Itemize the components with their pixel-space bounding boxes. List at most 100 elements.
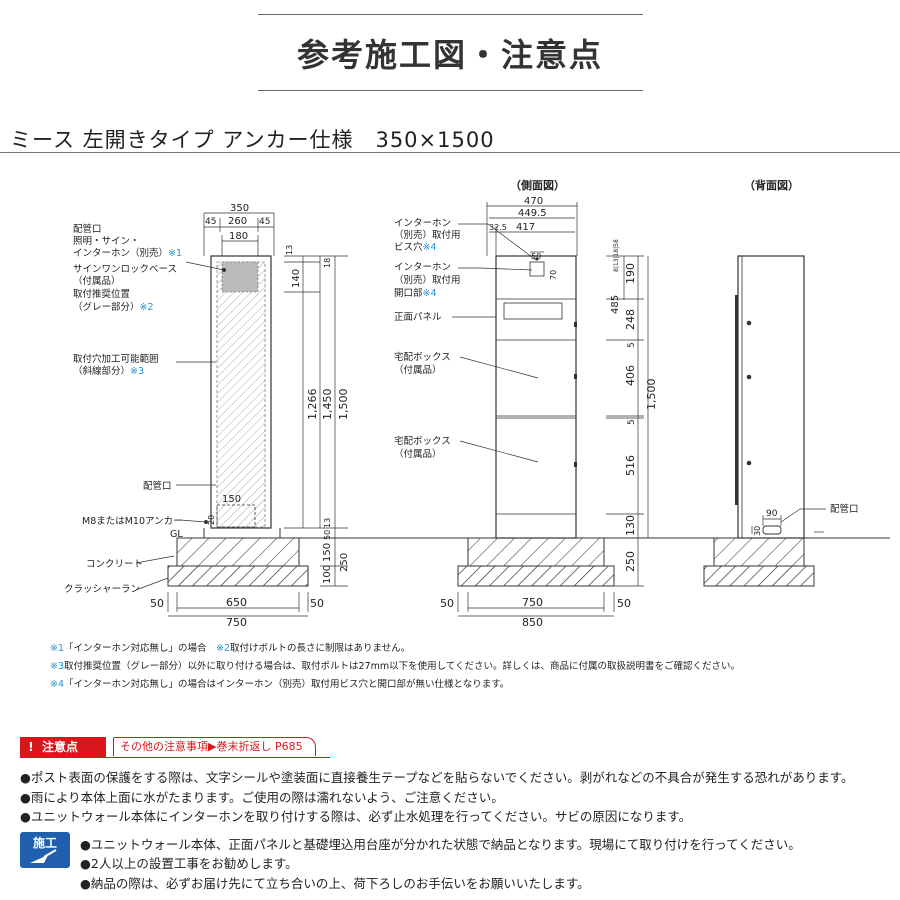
dim-650: 650 <box>226 596 247 609</box>
construction-label: 施工 <box>32 836 57 850</box>
label-interphone: インターホン <box>394 218 451 229</box>
dim-250-side: 250 <box>624 551 637 572</box>
dim-45-right: 45 <box>259 217 270 227</box>
label-crusher: クラッシャーラン <box>64 584 140 595</box>
dim-850: 850 <box>522 616 543 629</box>
footnote-text-1: 「インターホン対応無し」の場合 <box>64 643 217 654</box>
dim-20: 20 <box>207 515 216 525</box>
svg-text:（グレー部分）※2: （グレー部分）※2 <box>73 301 154 313</box>
dim-1450: 1,450 <box>321 389 334 421</box>
footnote-1: ※1「インターホン対応無し」の場合 ※2取付けボルトの長さに制限はありません。 <box>50 640 410 654</box>
label-opening-2: （別売）取付用 <box>394 274 461 286</box>
dim-1266: 1,266 <box>306 389 319 421</box>
product-subtitle: ミース 左開きタイプ アンカー仕様 350×1500 <box>10 128 495 152</box>
footnote-mark-1: ※1 <box>50 643 65 654</box>
exclamation-icon: ! <box>28 740 34 754</box>
construction-badge: 施工 <box>20 832 70 868</box>
label-recommended: 取付推奨位置 <box>73 288 130 300</box>
label-haikan-top-3: インターホン（別売） <box>73 247 168 259</box>
back-crusher <box>703 565 815 587</box>
title-rule-top <box>258 14 643 15</box>
side-labels: インターホン （別売）取付用 ビス穴※4 インターホン （別売）取付用 開口部※… <box>394 218 461 460</box>
other-cautions-link[interactable]: その他の注意事項▶巻末折返し P685 <box>113 737 316 756</box>
mail-slot <box>503 302 563 320</box>
label-box-1: 宅配ボックス <box>394 351 451 363</box>
label-signone: サインワンロックベース <box>73 264 177 275</box>
label-drill-range: 取付穴加工可能範囲 <box>73 353 159 365</box>
back-pipe-opening <box>762 525 782 535</box>
construction-item-2: ●2人以上の設置工事をお勧めします。 <box>80 856 298 871</box>
dim-50-side-right: 50 <box>617 597 631 610</box>
note-mark-4b: ※4 <box>423 288 437 299</box>
label-box-1b: （付属品） <box>394 364 442 376</box>
footnote-mark-2: ※2 <box>216 643 231 654</box>
dim-130: 130 <box>624 515 637 536</box>
label-haikan-top-2: 照明・サイン・ <box>73 236 140 247</box>
dim-1500: 1,500 <box>337 389 350 421</box>
page-title: 参考施工図・注意点 <box>296 36 603 74</box>
label-box-2: 宅配ボックス <box>394 435 451 447</box>
dim-190: 190 <box>624 263 637 284</box>
side-view: （側面図） 470 449.5 32.5 417 50 70 <box>440 178 658 629</box>
dim-50-right: 50 <box>310 597 324 610</box>
dim-248: 248 <box>624 309 637 330</box>
note-mark-1: ※1 <box>168 248 182 259</box>
dim-50-left: 50 <box>150 597 164 610</box>
trowel-icon <box>30 849 57 863</box>
crusher-run-layer <box>167 565 309 587</box>
dim-4495: 449.5 <box>518 208 547 219</box>
side-crusher <box>457 565 615 587</box>
dim-250: 250 <box>339 553 350 572</box>
dim-100: 100 <box>322 565 333 584</box>
dim-150-opening: 150 <box>222 494 241 505</box>
construction-drawing: 350 45 260 45 180 13 18 140 1,266 1,450 … <box>64 178 890 629</box>
subtitle-rule <box>0 152 900 153</box>
label-haikan-bottom: 配管口 <box>143 480 172 492</box>
dim-485: 485 <box>610 295 621 314</box>
dim-406: 406 <box>624 365 637 386</box>
dim-750-front: 750 <box>226 616 247 629</box>
caution-underline <box>20 757 330 758</box>
svg-text:ビス穴※4: ビス穴※4 <box>394 241 437 253</box>
dim-13-bottom: 13 <box>323 518 332 528</box>
dim-30: 30 <box>753 526 762 536</box>
dim-150-foundation: 150 <box>322 543 333 562</box>
dim-1500-side: 1,500 <box>645 379 658 411</box>
dim-325: 32.5 <box>489 223 507 232</box>
label-interphone-3: ビス穴 <box>394 241 423 253</box>
dim-417: 417 <box>516 222 535 233</box>
footnote-text-2: 取付けボルトの長さに制限はありません。 <box>230 643 411 654</box>
label-anchor: M8またはM10アンカー <box>82 516 183 527</box>
drill-range-area <box>216 261 266 528</box>
construction-item-3: ●納品の際は、必ずお届け先にて立ち合いの上、荷下ろしのお手伝いをお願いいたします… <box>80 876 590 891</box>
svg-text:開口部※4: 開口部※4 <box>394 287 437 299</box>
dim-70: 70 <box>549 270 558 280</box>
caution-badge-label: 注意点 <box>42 740 79 754</box>
dim-90: 90 <box>766 509 778 519</box>
side-post-body <box>495 255 577 539</box>
svg-text:インターホン（別売）※1: インターホン（別売）※1 <box>73 247 182 259</box>
concrete-foundation <box>176 537 300 567</box>
label-signone-2: （付属品） <box>73 275 121 287</box>
note-mark-2: ※2 <box>140 302 154 313</box>
dim-350: 350 <box>230 203 249 214</box>
side-view-title: （側面図） <box>510 178 565 192</box>
caution-item-1: ●ポスト表面の保護をする際は、文字シールや塗装面に直接養生テープなどを貼らないで… <box>20 770 854 785</box>
label-box-2b: （付属品） <box>394 448 442 460</box>
dim-13-top: 13 <box>285 245 294 255</box>
label-back-haikan: 配管口 <box>830 503 859 515</box>
label-gl: GL <box>170 529 183 540</box>
note-mark-4a: ※4 <box>423 242 437 253</box>
dim-50-bottom: 50 <box>323 530 332 540</box>
dim-470: 470 <box>524 196 543 207</box>
svg-text:（斜線部分）※3: （斜線部分）※3 <box>73 365 144 377</box>
dim-side-small: 8|13|18|58 <box>613 239 620 272</box>
footnote-3: ※3取付推奨位置（グレー部分）以外に取り付ける場合は、取付ボルトは27mm以下を… <box>50 658 740 672</box>
dim-260: 260 <box>228 216 247 227</box>
caution-item-2: ●雨により本体上面に水がたまります。ご使用の際は濡れないよう、ご注意ください。 <box>20 790 504 805</box>
note-mark-3: ※3 <box>130 366 144 377</box>
dim-45-left: 45 <box>205 217 216 227</box>
interphone-opening <box>529 261 545 277</box>
footnote-text-4: 「インターホン対応無し」の場合はインターホン（別売）取付用ビス穴と開口部が無い仕… <box>64 679 510 690</box>
footnote-mark-4: ※4 <box>50 679 65 690</box>
